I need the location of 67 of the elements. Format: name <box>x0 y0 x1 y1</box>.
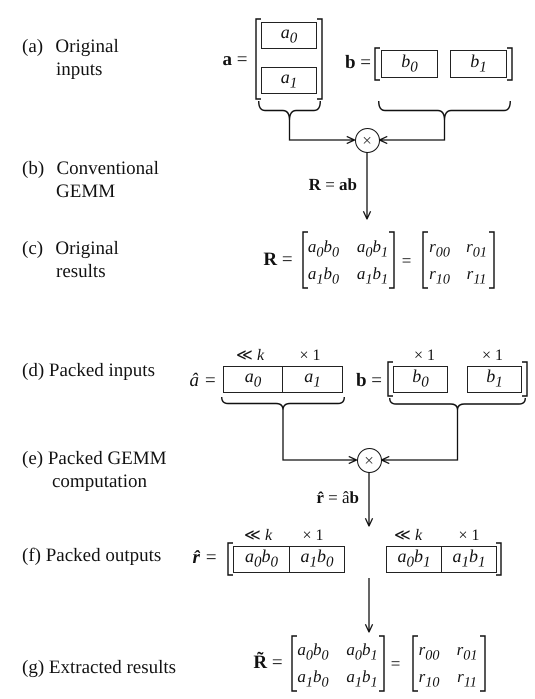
scale-annotation: × 1 <box>482 346 504 366</box>
scale-annotation: ≪ k <box>236 346 264 366</box>
arrow <box>364 578 374 633</box>
scale-annotation: ≪ k <box>244 526 272 546</box>
arrow <box>282 410 358 464</box>
matrix-entry: a$_{0}$b$_{0}$ <box>297 640 329 664</box>
multiply-sign: × <box>364 452 374 468</box>
operator-circle <box>356 448 382 472</box>
math-term: a$_{0}$b$_{0}$ <box>245 547 278 572</box>
math-term: a$_{1}$b$_{1}$ <box>452 547 486 572</box>
arrow <box>364 472 374 527</box>
equals-sign: = <box>390 654 400 674</box>
equals-sign: = <box>402 251 412 271</box>
vector-element <box>261 67 317 94</box>
vector-element <box>261 22 317 49</box>
math-term: b$_{1}$ <box>470 52 487 76</box>
matrix-entry: r$_{10}$ <box>418 667 440 691</box>
vector-element <box>381 50 438 78</box>
matrix-symbol: R = <box>263 249 293 271</box>
operator-circle <box>354 128 380 152</box>
scale-annotation: ≪ k <box>394 526 422 546</box>
matrix-entry: r$_{01}$ <box>456 640 478 664</box>
matrix-entry: r$_{11}$ <box>466 264 486 288</box>
matrix-entry: r$_{00}$ <box>418 640 440 664</box>
scale-annotation: × 1 <box>302 526 324 546</box>
matrix-entry: r$_{10}$ <box>429 264 450 288</box>
arrow <box>380 410 458 464</box>
matrix-entry: a$_{1}$b$_{0}$ <box>308 264 340 288</box>
matrix-entry: r$_{01}$ <box>466 237 487 261</box>
math-term: a$_{1}$ <box>280 68 298 93</box>
step-label: (g) Extracted results <box>22 656 176 679</box>
scale-annotation: × 1 <box>414 346 436 366</box>
matrix-entry: a$_{1}$b$_{0}$ <box>297 667 329 691</box>
scale-annotation: × 1 <box>299 346 321 366</box>
matrix-entry: a$_{0}$b$_{1}$ <box>346 640 378 664</box>
math-term: a$_{1}$ <box>304 367 321 392</box>
matrix-entry: r$_{11}$ <box>457 667 477 691</box>
math-term: a$_{0}$ <box>280 23 298 48</box>
step-label: (a) Original inputs <box>22 35 120 81</box>
vector-element <box>450 50 507 78</box>
matrix-entry: r$_{00}$ <box>429 237 450 261</box>
math-term: b$_{1}$ <box>486 367 503 392</box>
vector-symbol: a = <box>222 49 248 71</box>
matrix-entry: a$_{1}$b$_{1}$ <box>356 264 388 288</box>
math-term: b$_{0}$ <box>401 52 418 76</box>
step-label: (d) Packed inputs <box>22 359 155 382</box>
matrix-entry: a$_{1}$b$_{1}$ <box>346 667 378 691</box>
math-term: a$_{1}$b$_{0}$ <box>300 547 334 572</box>
math-term: a$_{0}$ <box>244 367 262 392</box>
vector-symbol: â = <box>189 370 217 392</box>
arrow <box>378 120 446 144</box>
vector-symbol: b = <box>344 52 372 74</box>
matrix-entry: a$_{0}$b$_{1}$ <box>356 237 388 261</box>
step-label: (f) Packed outputs <box>22 544 162 567</box>
matrix-entry: a$_{0}$b$_{0}$ <box>308 237 340 261</box>
arrow <box>362 152 372 220</box>
step-label: (b) Conventional GEMM <box>22 157 160 203</box>
matrix-symbol: R̃ = <box>253 652 283 674</box>
scale-annotation: × 1 <box>458 526 480 546</box>
step-label: (c) Original results <box>22 237 120 283</box>
step-label: (e) Packed GEMM computation <box>22 447 168 493</box>
math-term: b$_{0}$ <box>412 367 429 392</box>
math-term: a$_{0}$b$_{1}$ <box>398 547 430 572</box>
vector-symbol: b = <box>356 370 382 392</box>
vector-symbol: r̂ = <box>192 547 218 569</box>
arrow <box>288 120 356 144</box>
multiply-sign: × <box>362 132 372 148</box>
